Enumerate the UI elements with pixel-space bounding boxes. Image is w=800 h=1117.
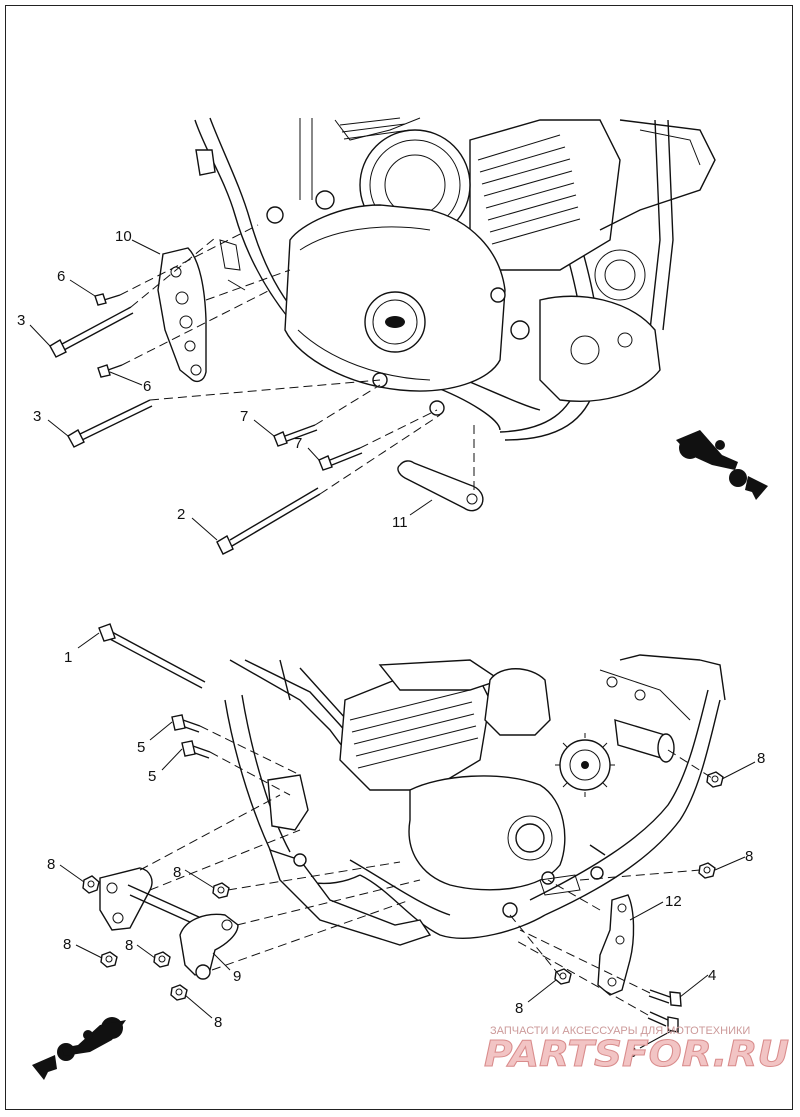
bolt-part-6-upper [94,293,121,306]
bolt-part-1 [98,623,206,689]
engine-illustration-bottom [224,654,726,946]
nut-part-8-g [698,862,716,879]
callout-8-h: 8 [515,1000,523,1017]
callout-12: 12 [665,893,682,910]
callout-8-a: 8 [47,856,55,873]
watermark: ЗАПЧАСТИ И АКСЕССУАРЫ ДЛЯ МОТОТЕХНИКИ PA… [484,1025,790,1076]
nut-part-8-a [82,875,100,894]
callout-8-b: 8 [173,864,181,881]
bolt-part-3-upper [49,306,134,358]
assembly-lines-top [119,224,475,495]
callout-6-lower: 6 [143,378,151,395]
callout-2: 2 [177,506,185,523]
assembly-lines-bottom [139,725,713,1016]
callout-11: 11 [392,514,408,531]
callout-8-f: 8 [757,750,765,767]
nut-part-8-d [153,951,171,968]
bolt-part-7-lower [318,447,363,471]
nut-part-8-c [100,951,118,968]
callout-5-upper: 5 [137,739,145,756]
callout-10: 10 [115,228,132,245]
leaders-top [29,239,433,541]
bolt-part-4-upper [648,989,682,1007]
callout-7-lower: 7 [294,435,302,452]
bolt-part-5-upper [171,714,201,733]
leaders-bottom [59,632,756,1049]
watermark-brand: PARTSFOR.RU [484,1034,789,1075]
callout-4-upper: 4 [708,967,716,984]
bracket-part-9 [99,867,239,980]
callout-9: 9 [233,968,241,985]
callout-3-upper: 3 [17,312,25,329]
bolt-part-7-upper [273,424,318,447]
nut-part-8-h [554,968,572,985]
bolt-part-6-lower [97,364,123,378]
nut-part-8-e [170,984,188,1001]
callout-8-e: 8 [214,1014,222,1031]
diagram-frame [5,5,793,1110]
callout-3-lower: 3 [33,408,41,425]
nut-part-8-f [706,771,724,788]
bolt-part-5-lower [181,740,211,759]
callout-6-upper: 6 [57,268,65,285]
callout-1: 1 [64,649,72,666]
motorcycle-rear-icon [32,1017,126,1080]
bolt-part-3-lower [67,399,153,448]
bolt-part-4-lower [647,1011,679,1033]
nut-part-8-b [212,882,230,899]
callout-4-lower: 8 [628,1044,636,1061]
bracket-part-11 [397,460,484,512]
bracket-part-10 [157,247,207,383]
bolt-part-2 [216,487,321,555]
callout-5-lower: 5 [148,768,156,785]
engine-illustration-top [194,117,716,441]
bracket-part-12 [597,894,635,996]
callout-7-upper: 7 [240,408,248,425]
motorcycle-front-icon [676,430,768,500]
callout-8-d: 8 [125,937,133,954]
callout-8-c: 8 [63,936,71,953]
watermark-caption: ЗАПЧАСТИ И АКСЕССУАРЫ ДЛЯ МОТОТЕХНИКИ [490,1025,750,1037]
callout-8-g: 8 [745,848,753,865]
